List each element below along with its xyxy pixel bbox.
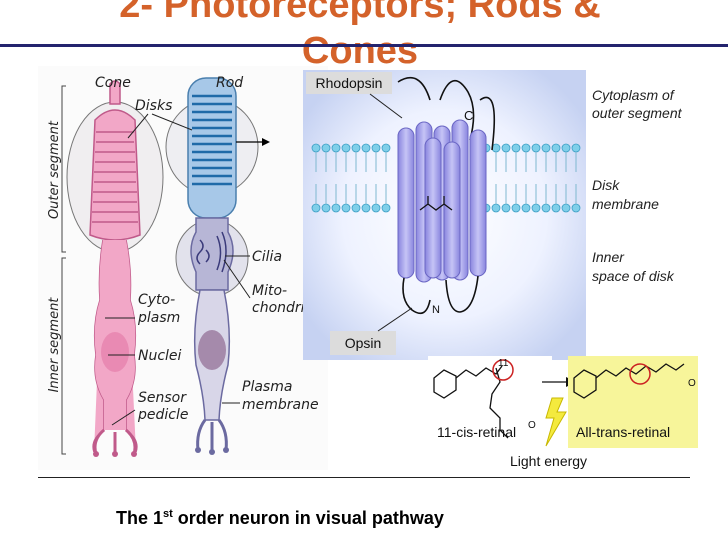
title-rule: [0, 44, 728, 47]
rhodopsin-label-box: [306, 72, 392, 94]
inner-segment-label: Inner segment: [47, 297, 62, 393]
light-energy-label: Light energy: [510, 453, 587, 469]
caption-suffix: order neuron in visual pathway: [172, 508, 444, 528]
trans-retinal-highlight: [568, 356, 698, 448]
cone-label: Cone: [95, 75, 131, 91]
cis-retinal-structure: 11 O: [428, 356, 552, 448]
leader-lines: [105, 113, 251, 426]
opsin-leader: [377, 307, 413, 332]
cytoplasm-label-2: plasm: [137, 310, 180, 326]
c-terminus-label: C: [464, 108, 473, 123]
rhodopsin-helices: [397, 77, 496, 315]
opsin-label-box: [330, 331, 396, 355]
cytoplasm-label-1: Cyto-: [138, 292, 175, 308]
light-bolt-icon: [545, 397, 567, 447]
sensor-pedicle-label-1: Sensor: [138, 390, 187, 406]
plasma-membrane-label-1: Plasma: [242, 379, 292, 395]
disk-membrane-label-1: Disk: [592, 177, 620, 193]
cone-cell: [66, 80, 164, 457]
mito-label-2: chondria: [252, 300, 313, 316]
inner-space-label-2: space of disk: [592, 268, 675, 284]
zoom-arrow-head: [262, 138, 270, 146]
caption: The 1st order neuron in visual pathway: [116, 508, 444, 529]
plasma-membrane-label-2: membrane: [242, 397, 319, 413]
nuclei-label: Nuclei: [138, 348, 182, 364]
cilia-label: Cilia: [252, 249, 282, 265]
rod-label: Rod: [216, 75, 243, 91]
outer-segment-label: Outer segment: [47, 120, 62, 219]
inner-space-label-1: Inner: [592, 249, 625, 265]
rhodopsin-label: Rhodopsin: [316, 75, 383, 91]
opsin-label: Opsin: [345, 335, 382, 351]
cytoplasm-outer-label-1: Cytoplasm of: [592, 87, 676, 103]
caption-prefix: The 1: [116, 508, 164, 528]
cis-retinal-label: 11-cis-retinal: [437, 424, 516, 440]
trans-retinal-structure: O: [573, 363, 696, 399]
n-terminus-label: N: [432, 304, 440, 316]
caption-superscript: st: [163, 508, 173, 520]
cytoplasm-outer-label-2: outer segment: [592, 105, 683, 121]
slide-title: 2- Photoreceptors; Rods & Cones: [119, 0, 601, 72]
sensor-pedicle-label-2: pedicle: [137, 407, 188, 423]
o-label-cis: O: [528, 420, 536, 431]
bottom-rule: [38, 477, 690, 478]
disk-membrane-label-2: membrane: [592, 196, 659, 212]
eleven-label: 11: [498, 358, 509, 369]
o-label-trans: O: [688, 378, 696, 389]
segment-brackets: [61, 85, 66, 455]
rhodopsin-leader: [369, 93, 403, 119]
disks-label: Disks: [135, 98, 172, 114]
rod-cell: [165, 77, 259, 455]
mito-label-1: Mito-: [252, 283, 287, 299]
trans-retinal-label: All-trans-retinal: [576, 424, 670, 440]
